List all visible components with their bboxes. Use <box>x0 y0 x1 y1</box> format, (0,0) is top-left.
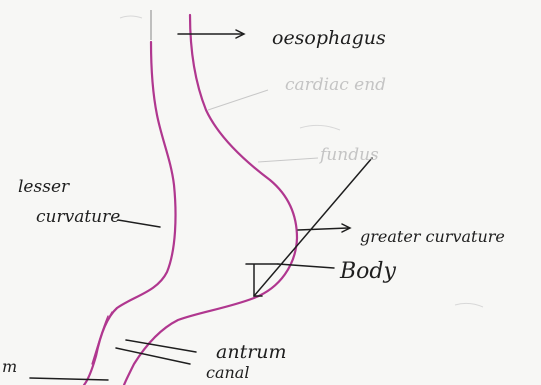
label-fundus: fundus <box>318 145 379 165</box>
label-pylorum-fragment: m <box>2 357 17 376</box>
body-pointer <box>278 264 334 268</box>
canal-pointer <box>116 348 190 364</box>
label-greater-curvature: greater curvature <box>360 227 505 246</box>
label-oesophagus: oesophagus <box>272 27 386 49</box>
lesser-curvature-pointer <box>118 220 160 227</box>
label-body: Body <box>339 259 396 284</box>
paper-show-through <box>120 16 483 307</box>
label-canal: canal <box>206 363 249 382</box>
faint-labels <box>208 90 318 162</box>
cardiac-end-pointer <box>208 90 268 110</box>
label-cardiac-end: cardiac end <box>285 75 386 95</box>
label-lesser-line2: curvature <box>36 207 120 227</box>
pylorus-pointer <box>30 378 108 380</box>
greater-curvature-pointer <box>298 228 348 230</box>
label-lesser-line1: lesser <box>18 177 70 197</box>
greater-curvature-wall <box>124 15 297 385</box>
label-antrum: antrum <box>216 341 287 363</box>
body-marker <box>246 264 278 296</box>
antrum-pointer <box>126 340 196 352</box>
stomach-outline <box>84 15 297 385</box>
fundus-pointer <box>258 158 318 162</box>
